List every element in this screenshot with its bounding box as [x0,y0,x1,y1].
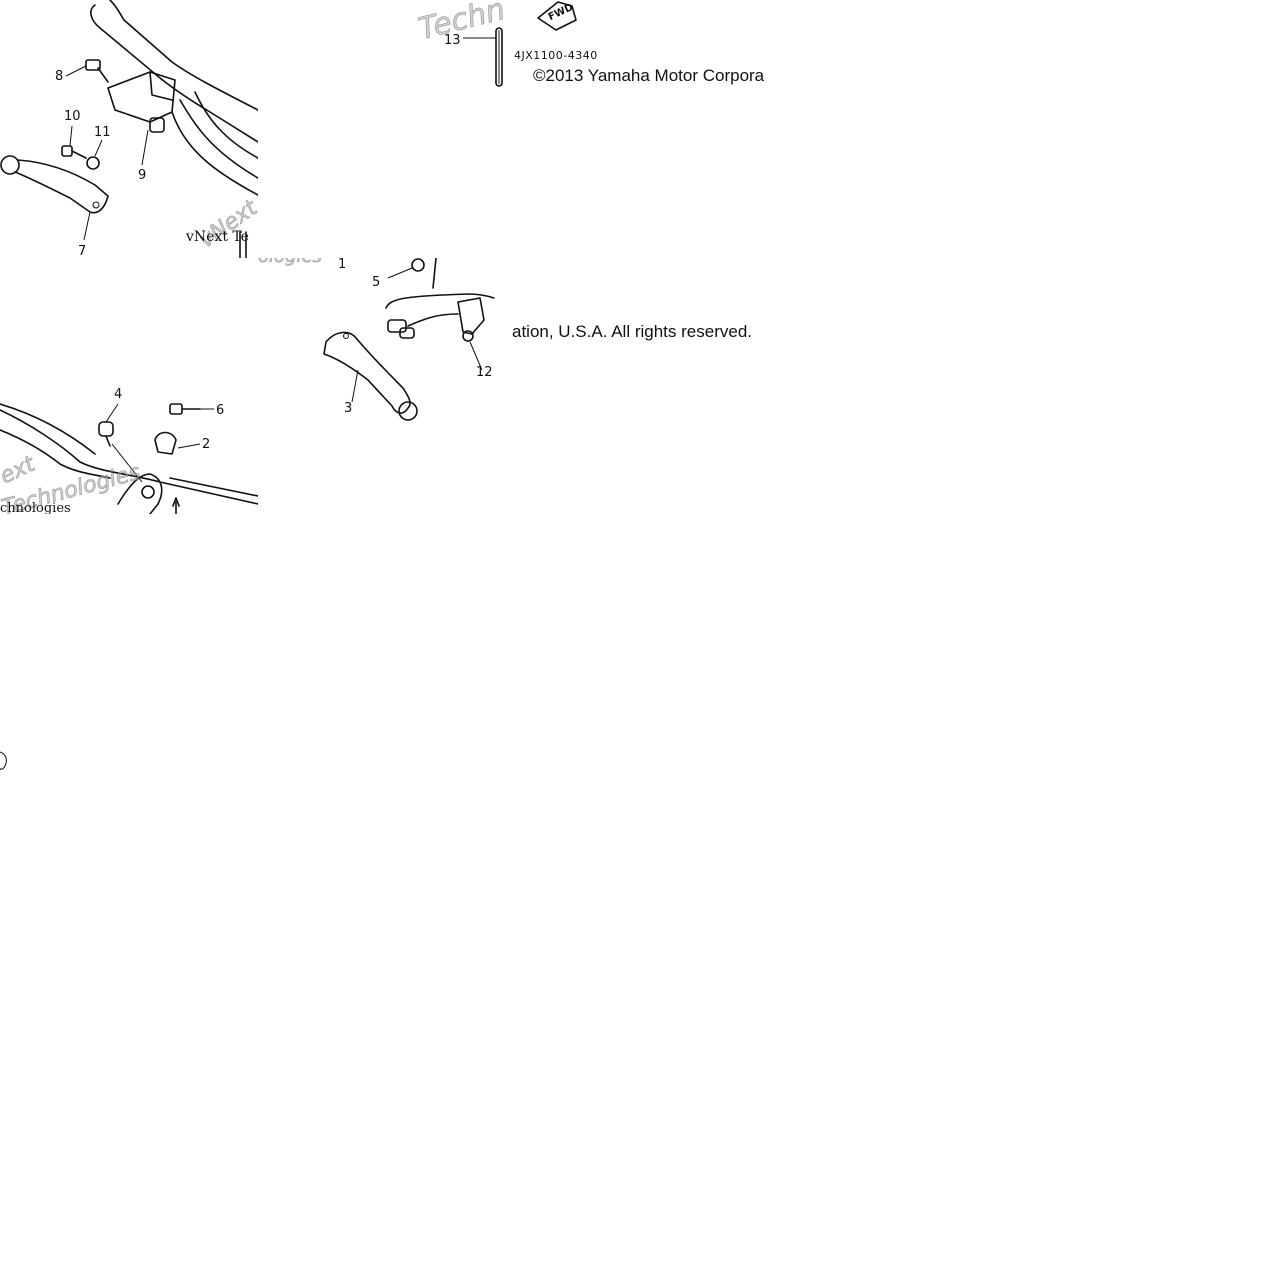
callout-3: 3 [344,401,353,416]
diagram-tile-top-left: 8 10 11 9 7 vNext vNext Te [0,0,258,258]
diagram-fragment [0,748,10,774]
diagram-tile-top-right: Techn 13 FWD 4JX1100-4340 ©2013 Yamaha M… [258,0,772,100]
master-cylinder-drawing [0,403,258,514]
callout-12: 12 [476,365,493,380]
callout-7: 7 [78,244,87,258]
callout-8: 8 [55,69,64,84]
callout-11: 11 [94,125,111,140]
diagram-tile-middle: ologies 1 5 12 3 [258,258,516,516]
part-code: 4JX1100-4340 [514,49,598,62]
copyright-tile: ation, U.S.A. All rights reserved. [512,300,772,360]
callout-5: 5 [372,275,381,290]
cable-fwd-drawing [463,1,577,87]
callout-1: 1 [338,258,347,272]
brake-lever-switch-drawing [323,258,495,421]
callout-4: 4 [114,387,123,402]
handlebar-clutch-drawing [0,0,258,258]
fragment-mark [0,751,7,770]
watermark-label: vNext Te [186,229,249,245]
callout-13: 13 [444,33,461,48]
callout-10: 10 [64,109,81,124]
watermark-text: ologies [258,258,322,267]
diagram-tile-lower-left: 4 6 2 ext Technologies chnologies [0,374,258,514]
copyright-text-part2: ation, U.S.A. All rights reserved. [512,322,752,341]
callout-6: 6 [216,403,225,418]
watermark-label: chnologies [0,501,71,514]
callout-9: 9 [138,168,147,183]
copyright-text-part1: ©2013 Yamaha Motor Corpora [533,66,765,85]
callout-2: 2 [202,437,211,452]
